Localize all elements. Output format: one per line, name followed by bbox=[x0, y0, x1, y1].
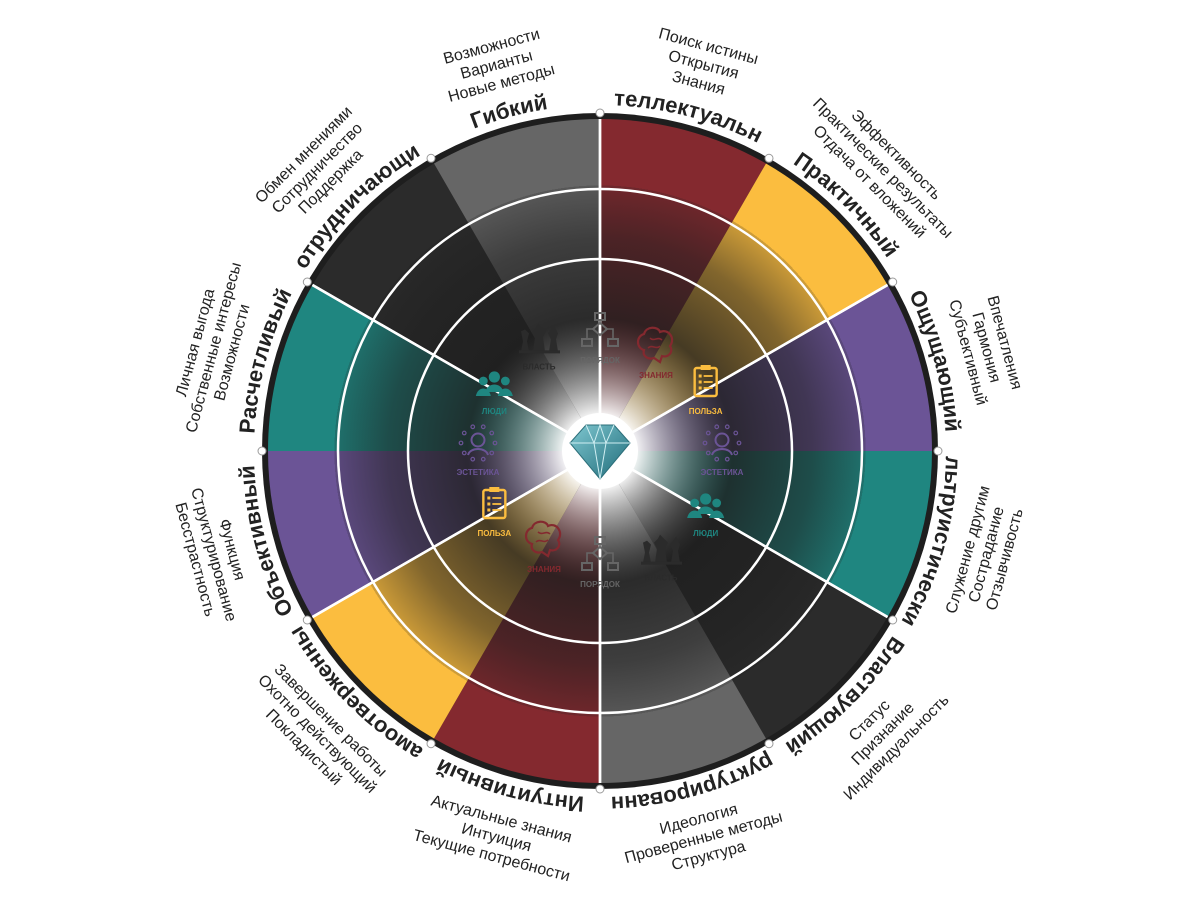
segment-wedge bbox=[312, 451, 600, 739]
rim-dot bbox=[302, 277, 312, 287]
diamond-icon bbox=[569, 423, 631, 480]
rim-dot bbox=[426, 739, 436, 749]
value-label: ПОРЯДОК bbox=[580, 580, 620, 589]
segment-wedge bbox=[600, 451, 888, 739]
value-label: ЛЮДИ bbox=[482, 407, 507, 416]
clipboard-icon bbox=[482, 487, 507, 520]
value-label: ВЛАСТЬ bbox=[645, 574, 678, 583]
segment-wedge bbox=[600, 451, 932, 617]
value-label: ЛЮДИ bbox=[693, 529, 718, 538]
value-label: ВЛАСТЬ bbox=[523, 362, 556, 371]
chess-icon bbox=[641, 534, 682, 565]
brain-icon bbox=[524, 520, 562, 558]
segment-wedge bbox=[600, 119, 766, 451]
rim-dot bbox=[764, 739, 774, 749]
person-circle-icon bbox=[702, 424, 742, 462]
value-label: ЭСТЕТИКА bbox=[457, 468, 500, 477]
segment-wedge bbox=[434, 119, 600, 451]
people-icon bbox=[475, 371, 513, 396]
segment-item: Охотно действующий bbox=[254, 672, 379, 797]
segment-wedge bbox=[312, 163, 600, 452]
clipboard-icon bbox=[693, 365, 718, 398]
rim-dot bbox=[302, 615, 312, 625]
flowchart-icon bbox=[581, 536, 619, 571]
value-label: ПОРЯДОК bbox=[580, 356, 620, 365]
segment-wedge bbox=[434, 451, 600, 783]
brain-icon bbox=[636, 326, 674, 364]
chess-icon bbox=[519, 323, 560, 354]
rim-dot bbox=[764, 153, 774, 163]
rim-dot bbox=[257, 446, 267, 456]
segment-wedge bbox=[600, 285, 932, 451]
value-label: ЗНАНИЯ bbox=[527, 565, 561, 574]
rim-dot bbox=[595, 108, 605, 118]
value-label: ПОЛЬЗА bbox=[689, 407, 723, 416]
value-label: ЭСТЕТИКА bbox=[701, 468, 744, 477]
person-circle-icon bbox=[458, 424, 498, 462]
rim-dot bbox=[888, 615, 898, 625]
rim-dot bbox=[426, 153, 436, 163]
segment-wedge bbox=[268, 451, 600, 617]
people-icon bbox=[687, 493, 725, 518]
rim-dot bbox=[595, 784, 605, 794]
segment-wedge bbox=[600, 451, 766, 783]
segment-wedge bbox=[268, 285, 600, 451]
segment-wedge bbox=[600, 163, 888, 452]
flowchart-icon bbox=[581, 312, 619, 347]
value-label: ПОЛЬЗА bbox=[477, 529, 511, 538]
value-label: ЗНАНИЯ bbox=[639, 371, 673, 380]
rim-dot bbox=[888, 277, 898, 287]
rim-dot bbox=[933, 446, 943, 456]
